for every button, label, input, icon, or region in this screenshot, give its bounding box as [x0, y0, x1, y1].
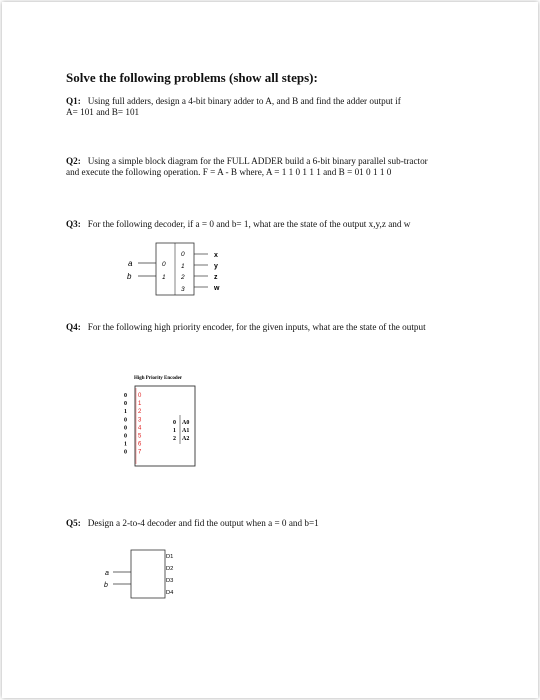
- question-3-label: Q3:: [66, 219, 81, 229]
- encoder-output-pin-0: 0: [173, 420, 176, 426]
- encoder-title: High Priority Encoder: [134, 376, 183, 381]
- decoder-output-x: x: [214, 252, 218, 259]
- encoder-input-pin: 7: [138, 450, 142, 456]
- question-2-line-1: Using a simple block diagram for the FUL…: [87, 156, 428, 166]
- encoder-input-value: 0: [124, 393, 127, 399]
- decoder-2to4-output-d1: D1: [166, 554, 173, 560]
- encoder-output-a2: A2: [182, 436, 189, 442]
- encoder-input-pin: 2: [138, 409, 142, 415]
- decoder-input-a: a: [128, 259, 133, 268]
- question-5: Q5: Design a 2-to-4 decoder and fid the …: [66, 518, 319, 529]
- encoder-input-value: 0: [124, 425, 127, 431]
- question-2-label: Q2:: [66, 156, 81, 166]
- decoder-output-z: z: [214, 274, 218, 281]
- encoder-input-pin: 4: [138, 425, 142, 431]
- encoder-output-a1: A1: [182, 428, 189, 434]
- decoder-output-pin-3: 3: [181, 286, 185, 293]
- decoder-2to4-output-d2: D2: [166, 566, 173, 572]
- question-1-line-2: A= 101 and B= 101: [66, 107, 140, 117]
- question-3-text: For the following decoder, if a = 0 and …: [87, 219, 411, 229]
- decoder-2to4-input-a: a: [105, 570, 109, 577]
- decoder-diagram: a b 0 1 0 1 2 3 x y z w: [127, 242, 220, 296]
- question-4: Q4: For the following high priority enco…: [66, 322, 426, 333]
- encoder-diagram: High Priority Encoder 0 0 0 1 1 2 0 3 0 4 0 5 1 6 0 7 0…: [124, 376, 196, 467]
- encoder-input-value: 0: [124, 401, 127, 407]
- decoder-output-pin-2: 2: [180, 274, 185, 281]
- encoder-input-value: 0: [124, 450, 127, 456]
- decoder-2to4-diagram: a b D1 D2 D3 D4: [104, 549, 174, 599]
- question-3: Q3: For the following decoder, if a = 0 …: [66, 219, 410, 230]
- decoder-2to4-output-d4: D4: [166, 590, 174, 596]
- encoder-input-value: 0: [124, 434, 127, 440]
- decoder-input-pin-0: 0: [162, 261, 166, 268]
- encoder-input-pin: 1: [138, 401, 142, 407]
- encoder-input-pin: 0: [138, 393, 142, 399]
- question-4-label: Q4:: [66, 322, 81, 332]
- decoder-input-b: b: [127, 272, 132, 281]
- question-5-label: Q5:: [66, 518, 81, 528]
- page-heading: Solve the following problems (show all s…: [66, 70, 318, 85]
- encoder-output-pin-1: 1: [173, 428, 176, 434]
- encoder-output-pin-2: 2: [173, 436, 176, 442]
- encoder-input-value: 1: [124, 409, 127, 415]
- encoder-output-a0: A0: [182, 420, 189, 426]
- question-2: Q2: Using a simple block diagram for the…: [66, 156, 428, 178]
- decoder-2to4-input-b: b: [104, 582, 108, 589]
- encoder-input-value: 0: [124, 417, 127, 423]
- question-1-line-1: Using full adders, design a 4-bit binary…: [87, 96, 401, 106]
- question-2-line-2: and execute the following operation. F =…: [66, 167, 392, 177]
- decoder-2to4-box: [130, 549, 166, 599]
- decoder-output-pin-1: 1: [181, 263, 185, 270]
- decoder-output-pin-0: 0: [181, 251, 185, 258]
- encoder-input-pin: 3: [138, 417, 142, 423]
- question-5-text: Design a 2-to-4 decoder and fid the outp…: [87, 518, 319, 528]
- question-1-label: Q1:: [66, 96, 81, 106]
- decoder-2to4-output-d3: D3: [166, 578, 173, 584]
- question-1: Q1: Using full adders, design a 4-bit bi…: [66, 96, 401, 118]
- encoder-input-pin: 5: [138, 434, 142, 440]
- encoder-input-pin: 6: [138, 442, 142, 448]
- decoder-output-w: w: [213, 285, 220, 292]
- decoder-output-y: y: [214, 263, 218, 270]
- encoder-box: [134, 385, 196, 467]
- decoder-input-pin-1: 1: [162, 274, 166, 281]
- question-4-text: For the following high priority encoder,…: [87, 322, 426, 332]
- encoder-input-value: 1: [124, 442, 127, 448]
